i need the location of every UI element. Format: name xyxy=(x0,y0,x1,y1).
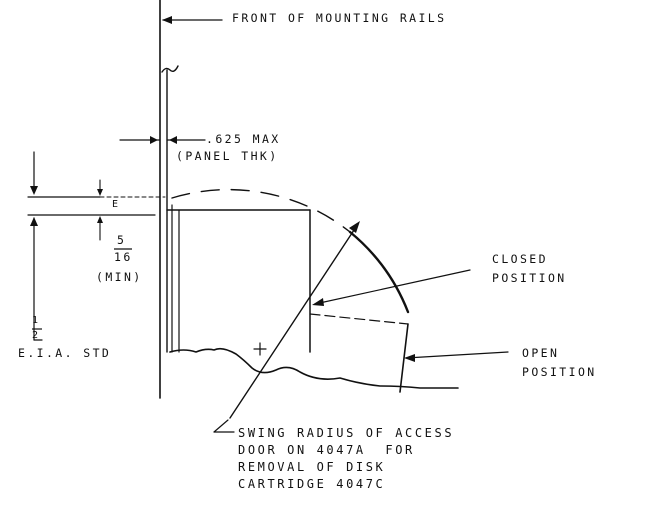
swing-note-line-1: SWING RADIUS OF ACCESS xyxy=(238,426,455,440)
panel-thk-label: (PANEL THK) xyxy=(176,149,279,163)
open-door-top-dashed xyxy=(309,313,409,325)
frac-5-num: 5 xyxy=(117,233,127,247)
e-label: E xyxy=(112,199,121,210)
panel-thk-max: .625 MAX xyxy=(206,132,281,146)
swing-note-line-3: REMOVAL OF DISK xyxy=(238,460,386,474)
cabinet-break-line xyxy=(169,347,459,389)
frac-half-num: 1 xyxy=(32,315,41,326)
closed-position-arrowhead xyxy=(312,298,324,306)
closed-label-1: CLOSED xyxy=(492,252,548,266)
eia-arrow-bottom xyxy=(30,217,38,226)
panel-thk-arrow-left xyxy=(150,136,158,144)
e-arrow-bottom xyxy=(97,216,103,223)
eia-arrow-top xyxy=(30,186,38,195)
frac-half-den: 2 xyxy=(32,330,41,341)
open-position-leader xyxy=(405,351,509,359)
open-label-1: OPEN xyxy=(522,346,560,360)
open-label-2: POSITION xyxy=(522,365,597,379)
panel-thk-arrow-right xyxy=(169,136,177,144)
eia-std-label: E.I.A. STD xyxy=(18,346,112,360)
closed-position-leader xyxy=(314,269,471,305)
frac-16-den: 16 xyxy=(114,250,133,264)
front-rails-label: FRONT OF MOUNTING RAILS xyxy=(232,11,447,25)
swing-note-leader xyxy=(213,419,229,433)
swing-note-line-2: DOOR ON 4047A FOR xyxy=(238,443,415,457)
swing-arc-solid xyxy=(348,230,410,314)
open-position-arrowhead xyxy=(404,354,415,362)
e-arrow-top xyxy=(97,189,103,196)
swing-note-line-4: CARTRIDGE 4047C xyxy=(238,477,386,491)
min-label: (MIN) xyxy=(96,270,143,284)
front-rails-arrowhead xyxy=(162,16,172,24)
swing-radius-line xyxy=(229,223,359,419)
closed-label-2: POSITION xyxy=(492,271,567,285)
swing-arc-dashed xyxy=(171,188,351,233)
panel-break-mark xyxy=(161,65,179,73)
swing-radius-arrowhead xyxy=(349,221,360,233)
